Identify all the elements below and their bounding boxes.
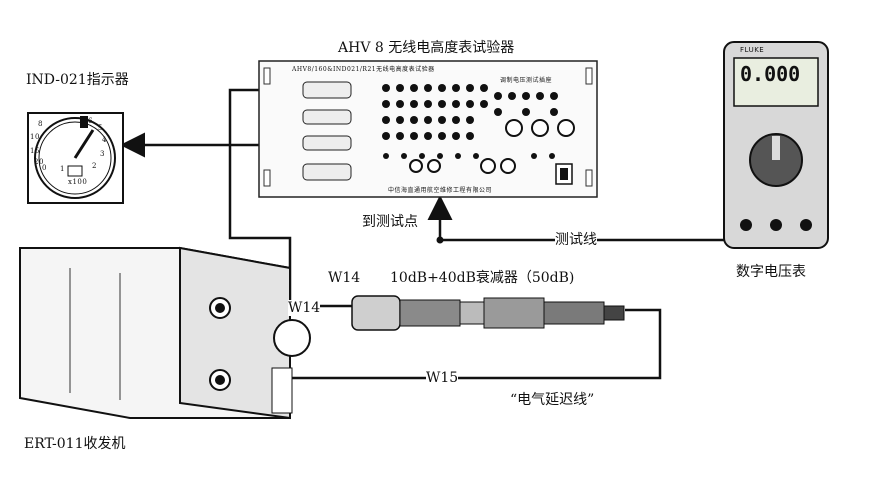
indicator-mark-5: 5 xyxy=(98,124,103,132)
indicator-mark-2: 2 xyxy=(92,162,97,170)
multimeter-display: 0.000 xyxy=(740,62,801,86)
indicator-label: IND-021指示器 xyxy=(26,72,129,88)
w15-label: W15 xyxy=(426,370,459,386)
transceiver-label: ERT-011收发机 xyxy=(24,436,126,452)
tester-panel-maker: 中信海直通用航空维修工程有限公司 xyxy=(388,187,493,194)
tester-panel xyxy=(258,60,598,198)
indicator-mark-8: 8 xyxy=(38,120,43,128)
multimeter xyxy=(723,41,829,249)
indicator-gauge xyxy=(27,112,124,204)
delay-line-label: “电气延迟线” xyxy=(510,392,595,408)
indicator-mark-15: 15 xyxy=(30,147,40,155)
indicator-unit: x100 xyxy=(68,178,88,186)
indicator-mark-3: 3 xyxy=(100,150,105,158)
indicator-mark-6: 6 xyxy=(88,117,93,125)
tester-title: AHV 8 无线电高度表试验器 xyxy=(338,40,515,56)
multimeter-label: 数字电压表 xyxy=(736,264,806,280)
attenuator xyxy=(351,295,625,331)
tester-panel-heading: AHV8/160&IND021/R21无线电高度表试验器 xyxy=(292,66,435,73)
transceiver-unit xyxy=(19,246,311,420)
wire-tester-loop xyxy=(228,88,300,300)
indicator-mark-0: 0 xyxy=(42,164,47,172)
test-lead-label: 测试线 xyxy=(555,232,597,248)
indicator-mark-1: 1 xyxy=(60,165,65,173)
w14-top-label: W14 xyxy=(328,270,361,286)
indicator-mark-20: 20 xyxy=(34,158,44,166)
indicator-mark-4: 4 xyxy=(102,136,107,144)
to-test-point-label: 到测试点 xyxy=(362,214,418,230)
tester-panel-section: 调制电压测试插座 xyxy=(500,77,553,84)
attenuator-label: 10dB+40dB衰减器（50dB) xyxy=(390,270,575,286)
indicator-mark-10: 10 xyxy=(30,133,40,141)
w14-side-label: W14 xyxy=(288,300,321,316)
multimeter-brand: FLUKE xyxy=(740,46,765,54)
